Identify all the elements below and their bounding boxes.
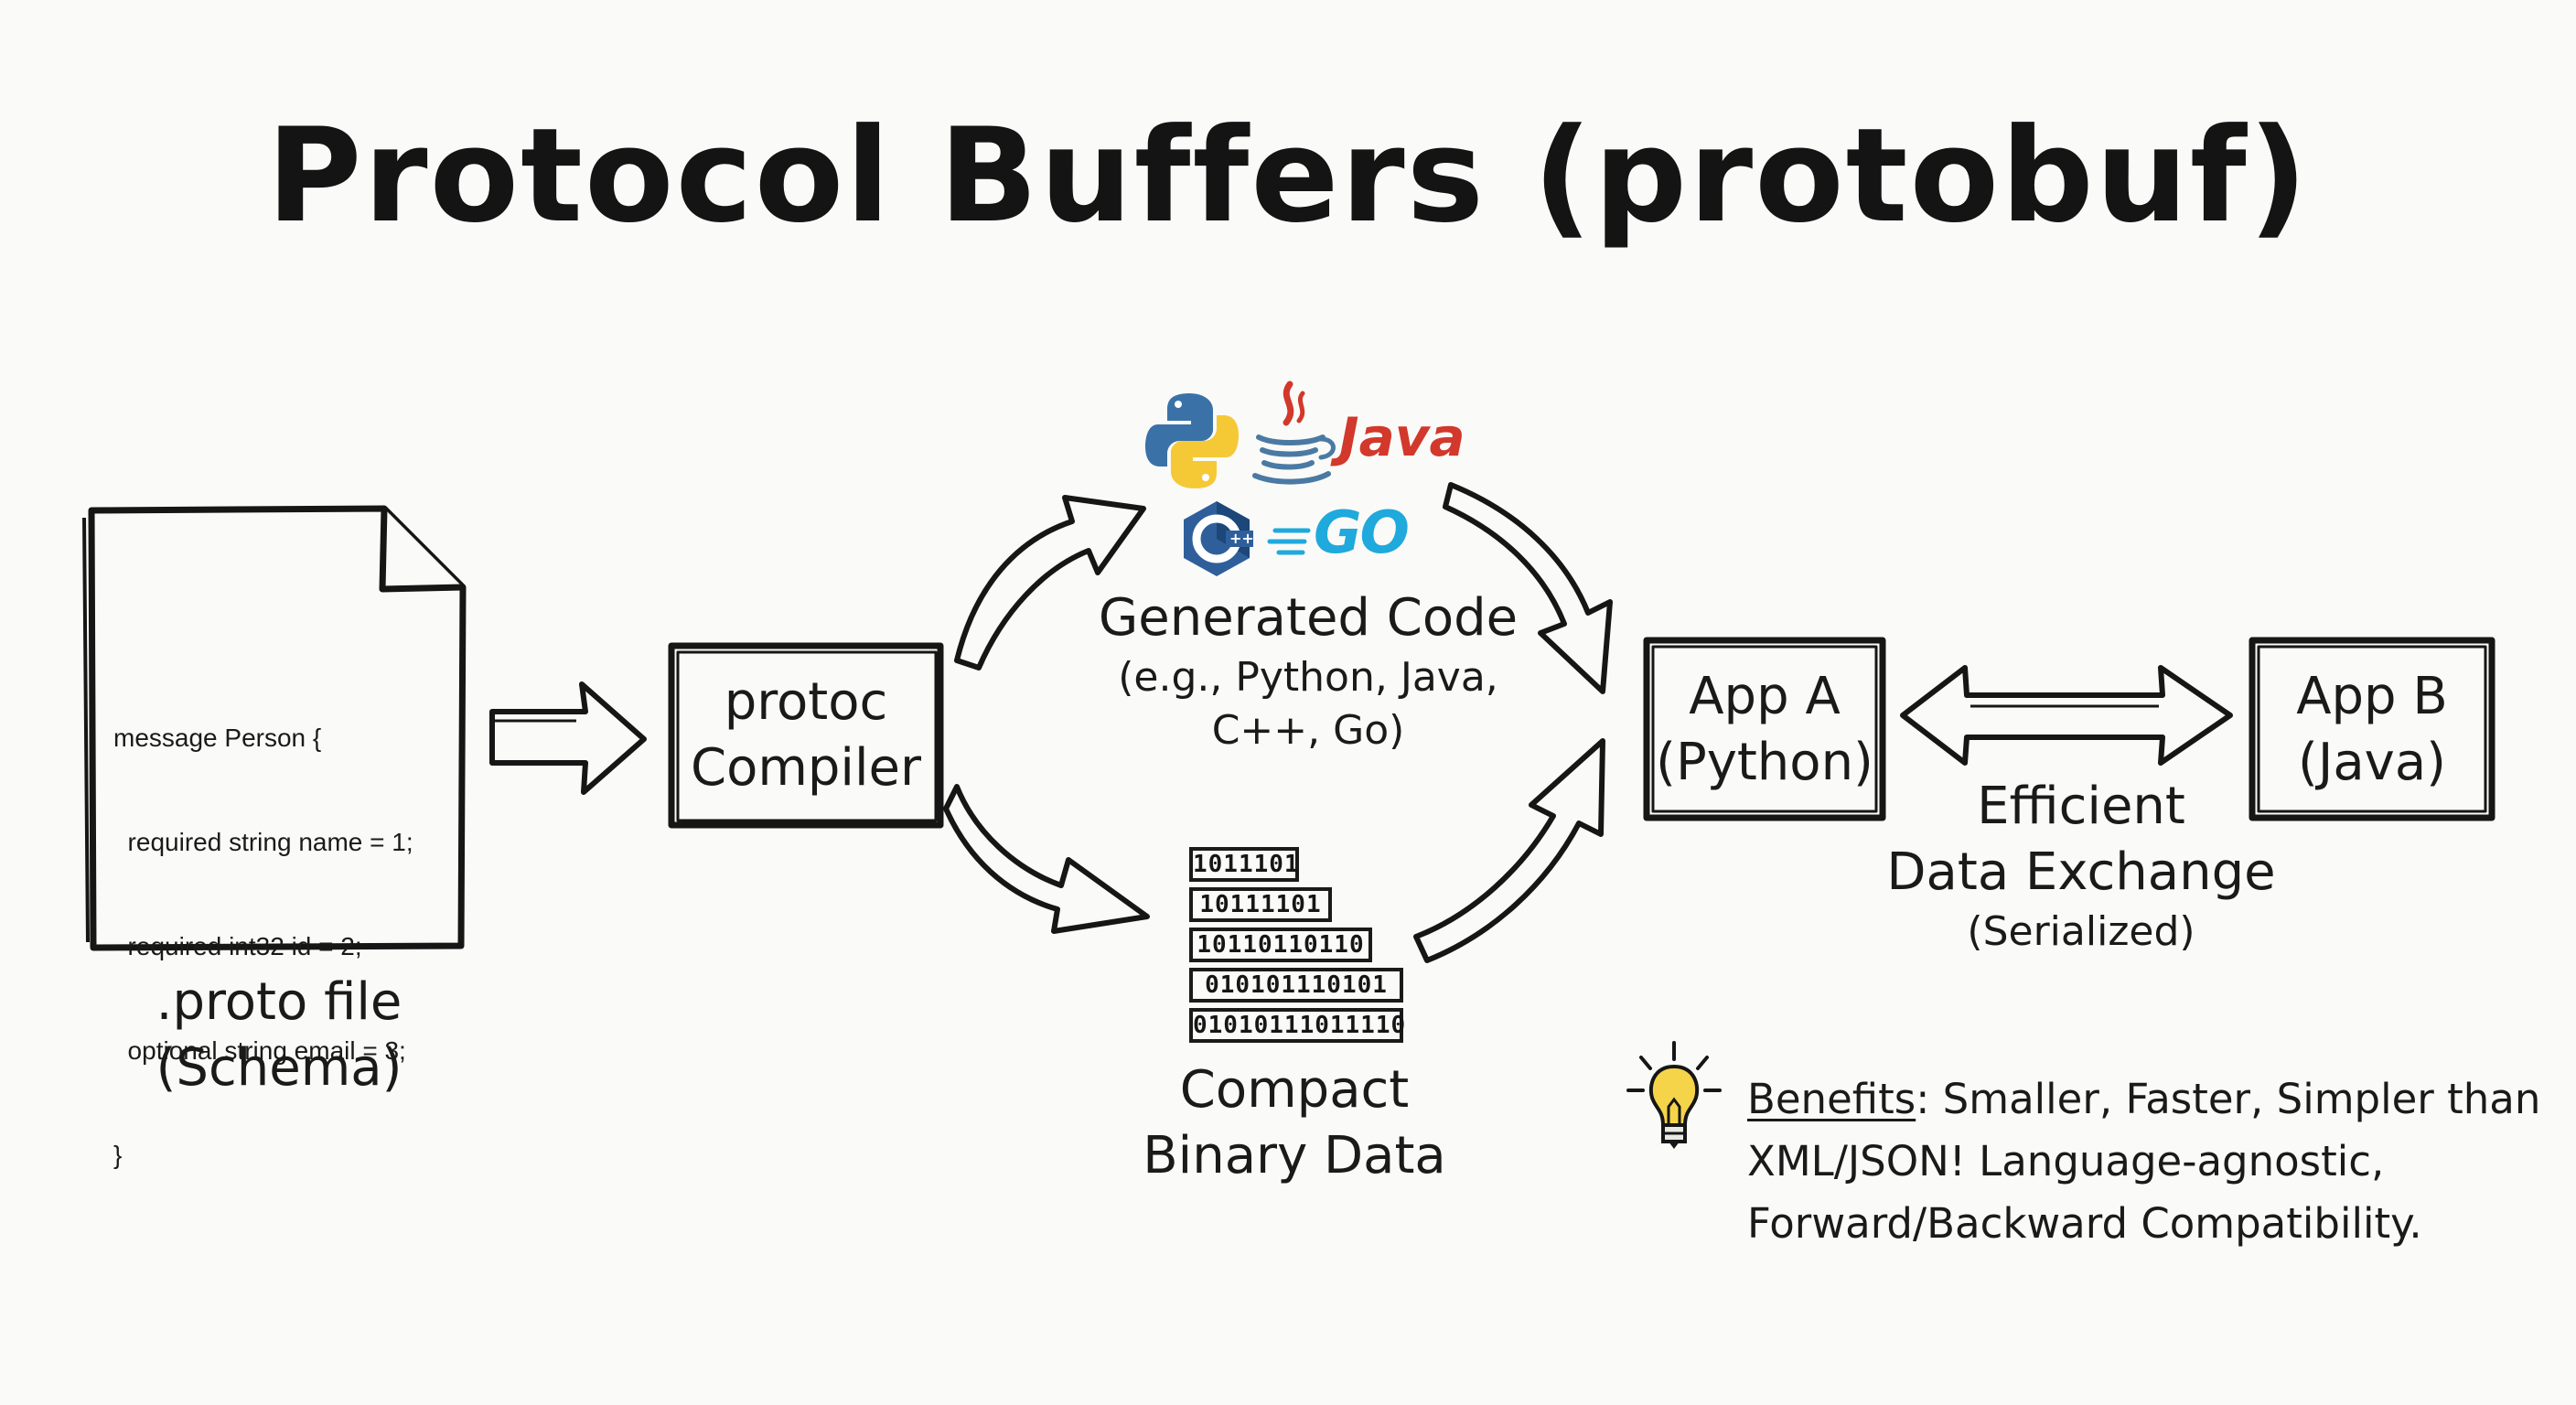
app-b-label-line1: App B bbox=[2296, 667, 2448, 726]
exchange-caption-line3: (Serialized) bbox=[1967, 908, 2195, 955]
proto-file-caption-line1: .proto file bbox=[156, 972, 402, 1032]
compiler-label-line2: Compiler bbox=[690, 738, 922, 798]
generated-code-caption-line3: C++, Go) bbox=[1211, 707, 1405, 754]
app-b-label: App B (Java) bbox=[2252, 664, 2492, 796]
go-speed-lines-icon bbox=[1267, 528, 1311, 555]
binary-row: 010101110101 bbox=[1189, 968, 1403, 1003]
python-logo-icon bbox=[1145, 393, 1239, 488]
svg-text:++: ++ bbox=[1229, 530, 1254, 547]
binary-row: 01010111011110 bbox=[1189, 1008, 1405, 1043]
java-cup-icon bbox=[1252, 381, 1336, 485]
proto-file-document bbox=[82, 505, 467, 951]
light-bulb-icon bbox=[1626, 1041, 1722, 1149]
compiler-label: protoc Compiler bbox=[671, 670, 940, 801]
app-a-label-line1: App A bbox=[1689, 667, 1841, 726]
proto-schema-code: message Person { required string name = … bbox=[113, 651, 461, 1207]
binary-row: 1011101 bbox=[1189, 847, 1299, 882]
java-wordmark: Java bbox=[1339, 406, 1465, 468]
arrow-binary-data-to-app-a bbox=[1413, 738, 1605, 963]
code-line: required string name = 1; bbox=[113, 828, 413, 856]
benefits-lead: Benefits bbox=[1747, 1075, 1916, 1123]
binary-data-caption-line2: Binary Data bbox=[1143, 1126, 1446, 1185]
compiler-box bbox=[668, 642, 944, 829]
arrow-compiler-to-binary-data bbox=[943, 784, 1150, 934]
app-a-label: App A (Python) bbox=[1647, 664, 1883, 796]
code-line: required int32 id = 2; bbox=[113, 932, 362, 960]
code-line: } bbox=[113, 1141, 123, 1169]
app-a-label-line2: (Python) bbox=[1656, 733, 1873, 792]
app-b-box bbox=[2249, 637, 2496, 821]
binary-data-caption-line1: Compact bbox=[1179, 1060, 1410, 1120]
generated-code-caption: Generated Code (e.g., Python, Java, C++,… bbox=[1052, 585, 1564, 757]
cpp-logo-icon: ++ bbox=[1184, 501, 1254, 576]
proto-file-caption-line2: (Schema) bbox=[156, 1038, 402, 1098]
diagram-title: Protocol Buffers (protobuf) bbox=[266, 101, 2310, 252]
go-wordmark: GO bbox=[1314, 499, 1410, 567]
code-line: optional string email = 3; bbox=[113, 1036, 406, 1065]
binary-data-caption: Compact Binary Data bbox=[1098, 1057, 1491, 1189]
generated-code-caption-line2: (e.g., Python, Java, bbox=[1118, 654, 1498, 701]
exchange-caption: Efficient Data Exchange (Serialized) bbox=[1866, 774, 2296, 959]
binary-row: 10110110110 bbox=[1189, 928, 1372, 962]
code-line: message Person { bbox=[113, 724, 322, 752]
benefits-note: Benefits: Smaller, Faster, Simpler than … bbox=[1747, 1068, 2552, 1255]
arrow-compiler-to-generated-code bbox=[954, 495, 1146, 670]
app-b-label-line2: (Java) bbox=[2298, 733, 2446, 792]
exchange-caption-line1: Efficient bbox=[1977, 777, 2185, 836]
app-a-box bbox=[1643, 637, 1886, 821]
benefits-text: : Smaller, Faster, Simpler than XML/JSON… bbox=[1747, 1075, 2541, 1248]
proto-file-caption: .proto file (Schema) bbox=[82, 970, 476, 1101]
arrow-generated-code-to-app-a bbox=[1443, 482, 1613, 694]
binary-row: 10111101 bbox=[1189, 887, 1332, 922]
exchange-caption-line2: Data Exchange bbox=[1886, 842, 2276, 902]
compiler-label-line1: protoc bbox=[724, 672, 888, 732]
generated-code-caption-line1: Generated Code bbox=[1098, 588, 1519, 648]
arrow-file-to-compiler bbox=[489, 681, 647, 795]
exchange-double-arrow bbox=[1900, 665, 2233, 766]
